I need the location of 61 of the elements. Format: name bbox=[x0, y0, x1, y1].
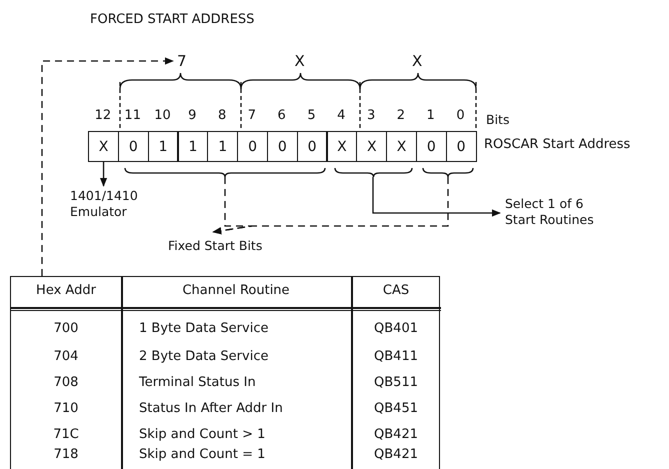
table-cell-text: QB411 bbox=[373, 349, 419, 364]
bit-cell: 0 bbox=[296, 131, 328, 162]
diagram-title: FORCED START ADDRESS bbox=[90, 12, 254, 27]
bit-number: 8 bbox=[216, 108, 228, 123]
arrow bbox=[372, 177, 501, 217]
table-cell-text: 710 bbox=[52, 401, 80, 416]
bit-cell: 1 bbox=[177, 131, 208, 162]
table-cell: 2 Byte Data Service bbox=[139, 349, 268, 364]
bit-number: 11 bbox=[123, 108, 142, 123]
table-cell: 1 Byte Data Service bbox=[139, 321, 268, 336]
column-header: CAS bbox=[382, 283, 410, 298]
bit-cell: 0 bbox=[266, 131, 298, 162]
annotation-text: Select 1 of 6 Start Routines bbox=[505, 196, 605, 228]
dashed-arrow bbox=[41, 57, 174, 276]
bit-cell: 1 bbox=[207, 131, 238, 162]
bit-cell: 0 bbox=[237, 131, 268, 162]
table-cell: Skip and Count = 1 bbox=[139, 447, 266, 462]
table-cell-text: 71C bbox=[52, 427, 80, 442]
table-cell: Skip and Count > 1 bbox=[139, 427, 266, 442]
table-cell-text: 718 bbox=[52, 447, 80, 462]
annotation-text: 1401/1410 Emulator bbox=[70, 188, 140, 220]
bit-number: 0 bbox=[455, 108, 466, 123]
row-label: Bits bbox=[486, 112, 510, 127]
bit-cell: X bbox=[386, 131, 418, 162]
hex-digit: X bbox=[412, 52, 422, 70]
table-cell-text: QB421 bbox=[373, 427, 419, 442]
bit-number: 5 bbox=[306, 108, 317, 123]
bit-number: 9 bbox=[187, 108, 198, 123]
bit-cell: 0 bbox=[446, 131, 477, 162]
annotation-text: Fixed Start Bits bbox=[168, 238, 262, 253]
bit-cell: X bbox=[88, 131, 120, 162]
table-cell-text: QB451 bbox=[373, 401, 419, 416]
table-cell-text: QB511 bbox=[373, 375, 419, 390]
bit-number: 1 bbox=[426, 108, 436, 123]
column-header: Hex Addr bbox=[35, 283, 97, 298]
table-cell-text: 704 bbox=[52, 349, 80, 364]
column-header: Channel Routine bbox=[181, 283, 291, 298]
bit-cell: X bbox=[356, 131, 388, 162]
bit-cell: 0 bbox=[416, 131, 447, 162]
table-cell-text: 700 bbox=[52, 321, 80, 336]
bit-number: 10 bbox=[153, 108, 172, 123]
dashed-arrow bbox=[212, 177, 449, 234]
bit-cell: 1 bbox=[148, 131, 179, 162]
bit-number: 7 bbox=[246, 108, 258, 123]
hex-digit: 7 bbox=[177, 52, 187, 70]
bit-number: 4 bbox=[336, 108, 346, 123]
bit-number: 3 bbox=[366, 108, 376, 123]
data-table bbox=[10, 276, 440, 469]
table-cell: Terminal Status In bbox=[139, 375, 256, 390]
bit-number: 6 bbox=[276, 108, 287, 123]
table-cell-text: QB421 bbox=[373, 447, 419, 462]
bit-number: 12 bbox=[94, 108, 112, 123]
bit-cell: 0 bbox=[118, 131, 149, 162]
table-cell-text: 708 bbox=[52, 375, 80, 390]
bit-cell: X bbox=[326, 131, 358, 162]
register-label: ROSCAR Start Address bbox=[484, 137, 630, 152]
hex-digit: X bbox=[294, 52, 305, 70]
bit-number: 2 bbox=[396, 108, 406, 123]
table-cell-text: QB401 bbox=[373, 321, 419, 336]
table-cell: Status In After Addr In bbox=[139, 401, 283, 416]
arrow bbox=[100, 162, 108, 187]
